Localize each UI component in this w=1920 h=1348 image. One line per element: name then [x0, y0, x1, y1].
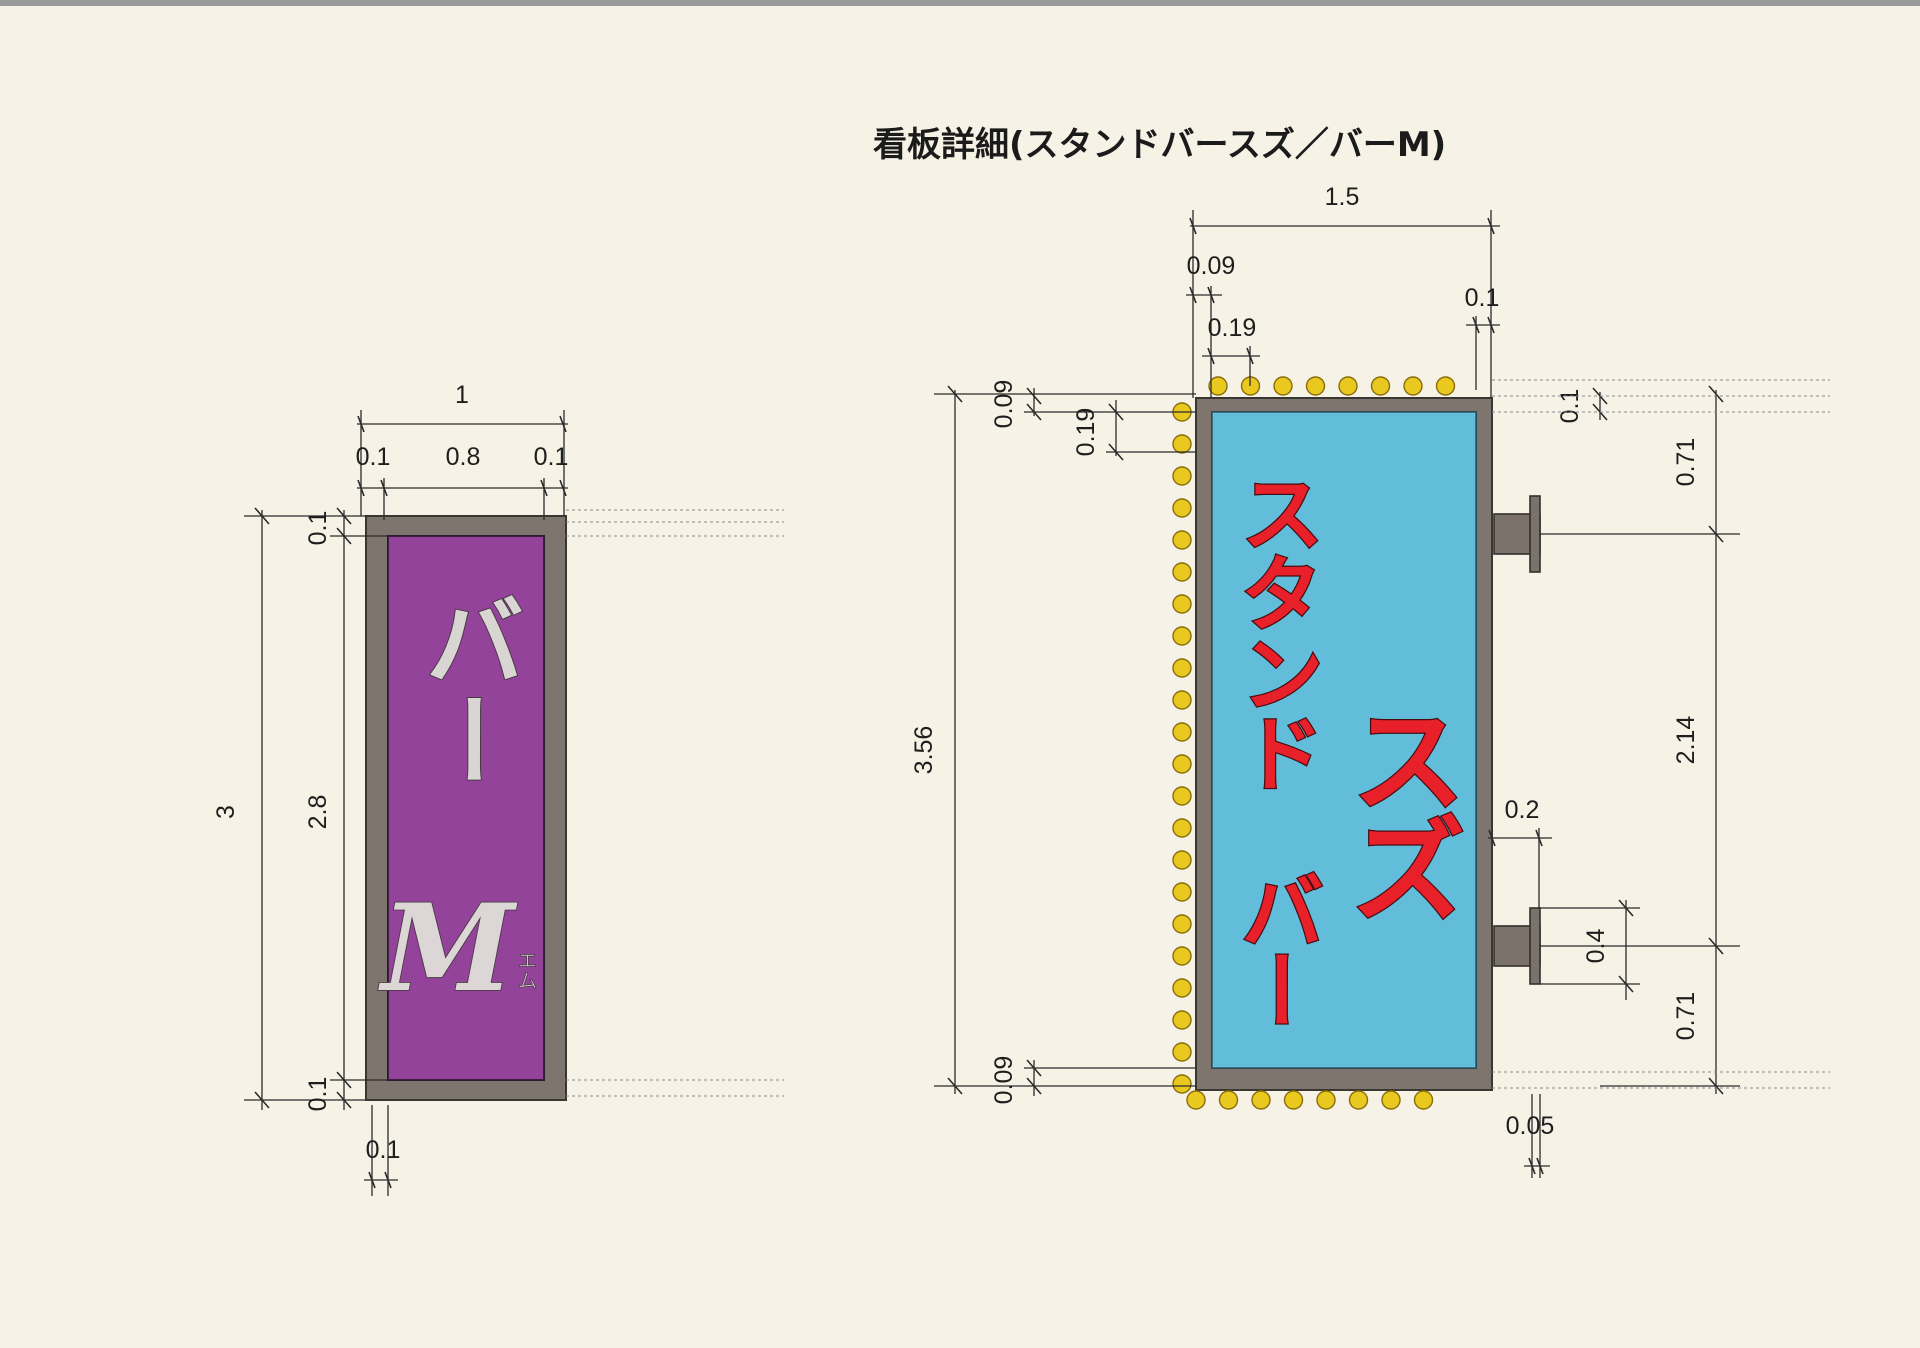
lamp-top: [1305, 376, 1326, 396]
lamp-left: [1172, 1010, 1192, 1030]
lamp-bottom: [1413, 1090, 1434, 1110]
top-edge: [0, 0, 1920, 6]
dim-right-bottom-offset: 0.09: [990, 1056, 1018, 1105]
lamp-left: [1172, 626, 1192, 646]
dim-left-height-total: 3: [212, 805, 240, 819]
lamp-left: [1172, 882, 1192, 902]
lamp-left: [1172, 1074, 1192, 1094]
lamp-bottom: [1186, 1090, 1206, 1110]
lamp-left: [1172, 1042, 1192, 1062]
bracket-plate-upper: [1529, 495, 1541, 573]
sign-right-text-stand: スタンド: [1227, 470, 1325, 790]
lamp-top: [1403, 376, 1423, 396]
dim-left-width-total: 1: [455, 381, 469, 409]
dim-right-bracket-upper: 0.71: [1672, 438, 1700, 487]
sign-left-dimensions: 1 0.1 0.8 0.1 3 2.8 0.1 0.1: [212, 381, 784, 1196]
lamp-left: [1172, 946, 1192, 966]
lamp-left: [1172, 914, 1192, 934]
sign-left: バー M エム: [365, 515, 567, 1101]
dim-right-width-total: 1.5: [1325, 183, 1360, 211]
dim-left-frame-left: 0.1: [356, 443, 391, 471]
dim-left-height-inner: 2.8: [304, 795, 332, 830]
lamp-top: [1208, 376, 1228, 396]
dim-right-height-total: 3.56: [910, 726, 938, 775]
sign-right-panel: [1211, 411, 1477, 1069]
dim-left-bottom-offset: 0.1: [366, 1136, 401, 1164]
dim-right-bracket-top-gap: 0.1: [1556, 389, 1584, 424]
sign-right-panel-wash: [1212, 412, 1476, 1068]
sign-right-dimensions: 1.5 0.09 0.19 0.1 3.56 0.09: [910, 183, 1830, 1178]
lamp-left: [1172, 562, 1192, 582]
dim-right-right-offset: 0.1: [1465, 284, 1500, 312]
lamp-left: [1172, 466, 1192, 486]
lamp-left: [1172, 434, 1192, 454]
sign-left-panel: [387, 535, 545, 1081]
dim-right-bracket-span: 2.14: [1672, 716, 1700, 765]
dim-left-inner-width: 0.8: [446, 443, 481, 471]
dim-right-lamp-offset: 0.09: [1187, 252, 1236, 280]
lamp-bottom: [1316, 1090, 1336, 1110]
lamp-top: [1273, 376, 1293, 396]
lamp-bottom: [1348, 1090, 1369, 1110]
lamp-left: [1172, 722, 1192, 742]
dim-right-lamp-pitch: 0.19: [1208, 314, 1257, 342]
dim-right-bottom-gap: 0.05: [1506, 1112, 1555, 1140]
dim-left-frame-bottom: 0.1: [304, 1077, 332, 1112]
lamp-left: [1172, 818, 1192, 838]
lamp-left: [1172, 754, 1192, 774]
lamp-left: [1172, 530, 1192, 550]
lamp-bottom: [1218, 1090, 1239, 1110]
sign-right-text-bar: バー: [1227, 868, 1325, 1028]
dim-right-bracket-plate: 0.4: [1582, 929, 1610, 964]
dim-left-frame-top: 0.1: [304, 511, 332, 546]
lamp-left: [1172, 978, 1192, 998]
drawing-title: 看板詳細(スタンドバースズ／バーM): [873, 125, 1446, 165]
lamp-left: [1172, 498, 1192, 518]
lamp-left: [1172, 594, 1192, 614]
dim-right-bracket-lower: 0.71: [1672, 992, 1700, 1041]
sign-right: スタンド バー スズ: [1195, 397, 1541, 1091]
dim-right-top-offset: 0.09: [990, 380, 1018, 429]
bracket-plate-lower: [1529, 907, 1541, 985]
lamp-left: [1172, 786, 1192, 806]
sign-left-text-bar: バー: [408, 590, 525, 790]
dim-right-top-pitch: 0.19: [1072, 408, 1100, 457]
dim-left-frame-right: 0.1: [534, 443, 569, 471]
dim-right-bracket-depth: 0.2: [1505, 796, 1540, 824]
lamp-top: [1370, 376, 1391, 396]
lamp-top: [1338, 376, 1358, 396]
lamp-top: [1435, 376, 1456, 396]
sign-left-ruby: エム: [514, 950, 538, 990]
lamp-bottom: [1283, 1090, 1304, 1110]
lamp-left: [1172, 850, 1192, 870]
lamp-left: [1172, 658, 1192, 678]
lamp-bottom: [1251, 1090, 1271, 1110]
lamp-bottom: [1381, 1090, 1401, 1110]
sign-left-panel-shade: [388, 536, 544, 1080]
sign-left-letter-m: M: [378, 878, 518, 1019]
sign-right-text-suzu: スズ: [1331, 700, 1466, 920]
lamp-left: [1172, 690, 1192, 710]
